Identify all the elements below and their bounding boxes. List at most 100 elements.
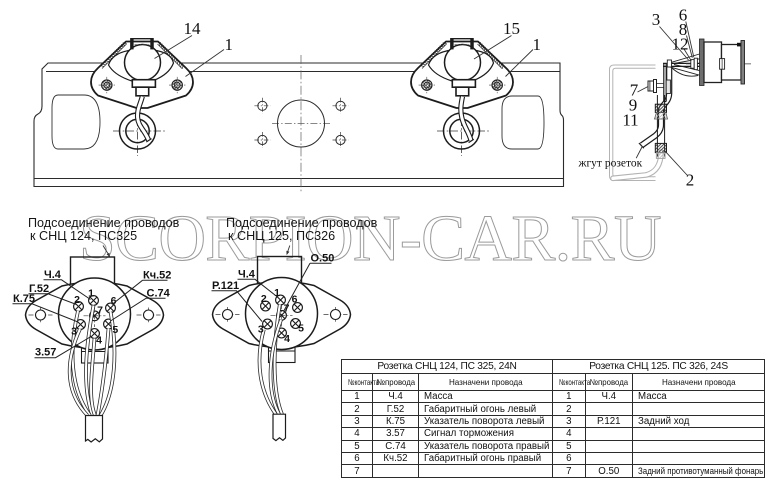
cell: О.50 [584, 464, 634, 478]
wire-label: К.75 [13, 293, 35, 305]
bolt-7 [647, 79, 671, 94]
table-title-left: Розетка СНЦ 124, ПС 325, 24N [340, 358, 554, 375]
pin-label: 3 [258, 323, 264, 335]
cable-left [134, 95, 152, 143]
callout-1-right: 1 [533, 35, 542, 54]
cell: Кч.52 [372, 452, 419, 466]
cell: Масса [417, 390, 554, 404]
col-header: №контакта [341, 373, 379, 392]
wire-label: 3.57 [35, 347, 56, 359]
cell: 6 [341, 452, 373, 466]
pin-label: 7 [284, 303, 290, 315]
cell: Габаритный огонь правый [417, 452, 554, 466]
pinout-title-left-line2: к СНЦ 124, ПС325 [30, 229, 138, 244]
cell [632, 439, 766, 454]
harness-label: жгут розеток [578, 158, 643, 170]
wire-label: О.50 [311, 252, 335, 264]
cell [584, 452, 634, 466]
wire-label: С.74 [147, 287, 171, 299]
callout-14: 14 [184, 19, 202, 38]
cell: 6 [552, 452, 586, 466]
cell: 2 [552, 402, 586, 416]
callout-2: 2 [686, 170, 695, 189]
cell [417, 464, 554, 478]
cell: Задний ход [632, 414, 766, 429]
cell: К.75 [372, 414, 419, 429]
cell [584, 427, 634, 441]
callout-9: 9 [629, 95, 638, 114]
pin-label: 7 [97, 304, 103, 316]
cell [632, 452, 766, 466]
cell: Г.52 [372, 402, 419, 416]
callout-15: 15 [503, 19, 520, 38]
pinout-right: 1 2 6 7 3 5 4 Ч.4 Р.121 О.50 [211, 245, 352, 442]
socket-body-side [686, 38, 751, 86]
cell: 3 [552, 414, 586, 429]
cell: Р.121 [584, 414, 634, 429]
cell [584, 439, 634, 454]
callout-12: 12 [672, 34, 689, 53]
pinout-title-right-line1: Подсоединение проводов [226, 216, 378, 230]
cell: 3 [341, 414, 373, 429]
cell [632, 402, 766, 416]
cell [632, 427, 766, 441]
pin-label: 5 [298, 322, 304, 334]
cell: Ч.4 [372, 390, 419, 404]
wire-label: Ч.4 [238, 268, 256, 280]
wires-left [67, 305, 117, 417]
pinout-title-left-line1: Подсоединение проводов [28, 216, 180, 230]
cell: 7 [341, 464, 373, 478]
wire-label: Кч.52 [143, 269, 171, 281]
col-header: Назначени провода [417, 373, 554, 392]
cell: Масса [632, 390, 766, 404]
pin-label: 4 [96, 334, 102, 346]
pin-label: 2 [74, 294, 80, 306]
callout-8: 8 [679, 20, 688, 39]
cell: 2 [341, 402, 373, 416]
callout-3: 3 [652, 10, 661, 29]
cell: Ч.4 [584, 390, 634, 404]
callout-6: 6 [679, 6, 688, 25]
pin-label: 4 [284, 333, 290, 345]
cell: 4 [552, 427, 586, 441]
wire-label: Р.121 [212, 280, 239, 292]
pinout-title-right: Подсоединение проводов к СНЦ 125, ПС326 [226, 216, 378, 243]
cell: Указатель поворота левый [417, 414, 554, 429]
sleeve-right [272, 413, 287, 442]
cell [584, 402, 634, 416]
cell: Указатель поворота правый [417, 439, 554, 454]
cell: 5 [552, 439, 586, 454]
cell [372, 464, 419, 478]
cell: 5 [341, 439, 373, 454]
pin-label: 6 [111, 295, 117, 307]
wires-right [257, 304, 284, 416]
pin-label: 3 [71, 325, 77, 337]
cell: Задний противотуманный фонарь [632, 464, 766, 478]
cable-right [458, 95, 475, 144]
callout-7: 7 [630, 80, 639, 99]
watermark-text: SCORPION-CAR.RU [79, 202, 662, 276]
cell: 3.57 [372, 427, 419, 441]
cell: 4 [341, 427, 373, 441]
cell: 1 [341, 390, 373, 404]
wire-label: Г.52 [29, 283, 49, 295]
col-header: Назначени провода [632, 373, 766, 392]
panel-top-view: 14 1 15 1 [33, 19, 565, 192]
sleeve-left [84, 414, 104, 443]
col-header: №провода [584, 373, 634, 392]
pin-label: 1 [88, 287, 94, 299]
pinout-left: 1 2 6 7 3 5 4 Ч.4 Кч.52 Г.52 С.74 К.75 3… [12, 245, 171, 443]
col-header: №провода [372, 373, 419, 392]
col-header: №контакта [552, 373, 590, 392]
callout-11: 11 [622, 110, 638, 129]
cell: Сигнал торможения [417, 427, 554, 441]
cell: С.74 [372, 439, 419, 454]
cell: 1 [552, 390, 586, 404]
wire-label: Ч.4 [44, 269, 62, 281]
pin-label: 5 [112, 324, 118, 336]
pinout-title-left: Подсоединение проводов к СНЦ 124, ПС325 [28, 216, 180, 244]
cell: Габаритный огонь левый [417, 402, 554, 416]
socket-side-view: 3 6 8 12 7 9 11 2 жгут розеток [578, 6, 751, 189]
